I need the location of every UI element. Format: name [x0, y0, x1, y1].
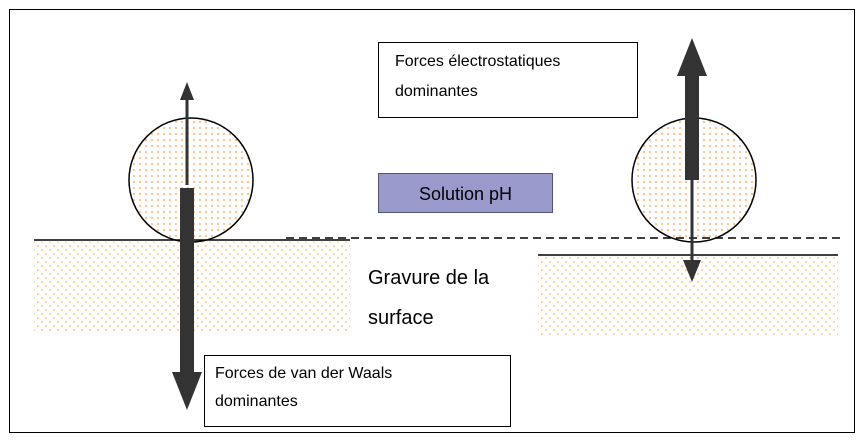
etching-label-line2: surface [368, 307, 434, 329]
electrostatic-forces-label: Forces électrostatiques dominantes [378, 42, 638, 118]
right-vdw-arrow [683, 180, 701, 282]
van-der-waals-forces-label: Forces de van der Waals dominantes [204, 355, 511, 427]
left-vdw-arrow [172, 188, 202, 410]
right-electrostatic-arrow [677, 38, 707, 180]
left-electrostatic-arrow [180, 82, 194, 185]
surface-etching-label: Gravure de la surface [368, 258, 548, 338]
etching-label-line1: Gravure de la [368, 267, 490, 289]
vdw-label-line2: dominantes [215, 393, 298, 410]
solution-ph-label: Solution pH [378, 173, 553, 213]
electrostatic-label-line1: Forces électrostatiques [395, 53, 561, 70]
vdw-label-line1: Forces de van der Waals [215, 365, 393, 382]
electrostatic-label-line2: dominantes [395, 83, 478, 100]
